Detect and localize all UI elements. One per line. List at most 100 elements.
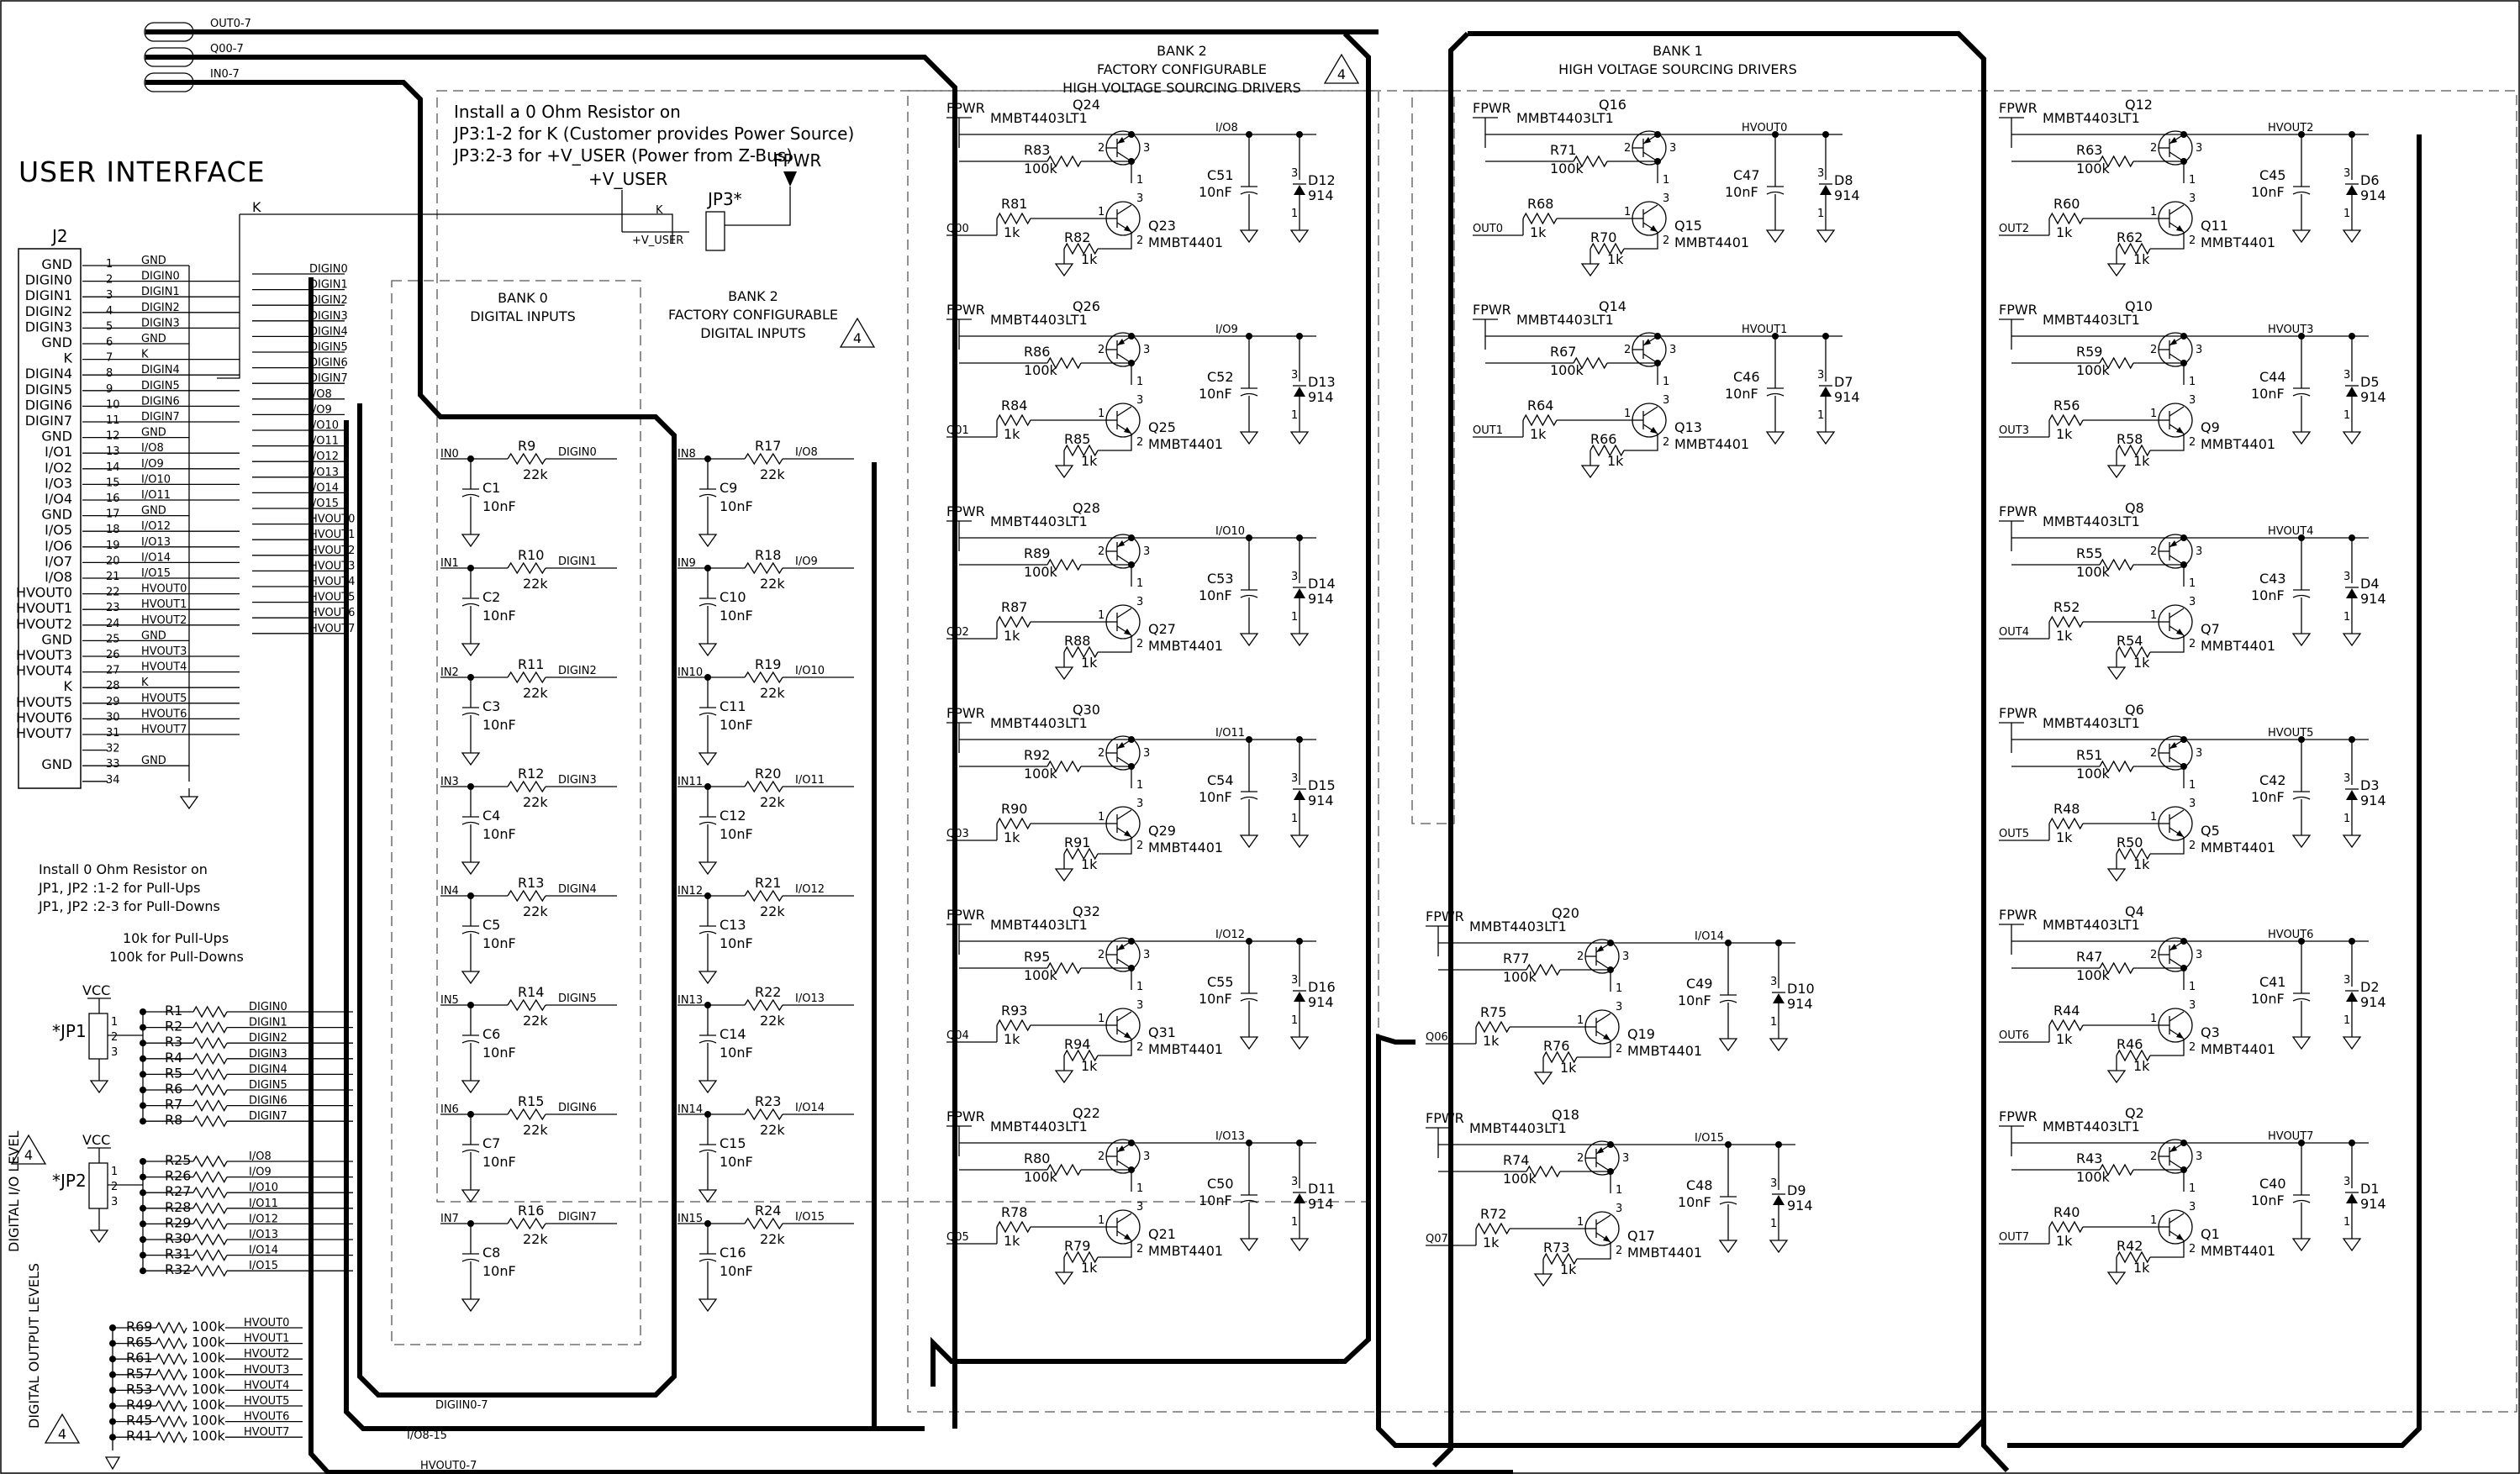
ground-symbol xyxy=(1239,1036,1259,1050)
output-net-label: I/O14 xyxy=(795,1102,825,1114)
resistor-symbol xyxy=(192,1005,228,1019)
ground-symbol xyxy=(461,643,481,657)
capacitor-ref: C40 xyxy=(2259,1176,2286,1192)
pull-net-label: I/O14 xyxy=(249,1245,278,1257)
capacitor-value: 10nF xyxy=(482,1263,516,1279)
pin-number: 1 xyxy=(111,1016,118,1029)
diode-ref: D8 xyxy=(1834,172,1853,188)
wire xyxy=(1098,837,1132,855)
connector-ref: J2 xyxy=(50,226,68,246)
capacitor-plate xyxy=(699,1040,717,1044)
output-net-label: I/O10 xyxy=(795,665,825,677)
resistor-ref: R24 xyxy=(755,1203,781,1219)
pin-number: 1 xyxy=(1136,1182,1143,1195)
pin-net-label: I/O14 xyxy=(141,551,171,564)
pin-number: 3 xyxy=(1669,142,1676,155)
resistor-value: 1k xyxy=(2056,1031,2073,1047)
capacitor-value: 10nF xyxy=(1199,587,1232,603)
diode-type: 914 xyxy=(1308,792,1334,808)
resistor-ref: R9 xyxy=(518,438,535,454)
transistor-lead xyxy=(2169,608,2185,619)
resistor-symbol xyxy=(1046,961,1082,975)
pin-number: 30 xyxy=(106,711,120,724)
resistor-symbol xyxy=(1573,356,1608,370)
resistor-symbol xyxy=(507,1108,546,1121)
resistor-symbol xyxy=(1475,1222,1510,1235)
input-net-label: OUT6 xyxy=(1999,1029,2029,1042)
pin-number: 1 xyxy=(1624,206,1631,218)
fpwr-label: FPWR xyxy=(1426,1110,1464,1126)
resistor-ref: R21 xyxy=(755,875,781,891)
wire xyxy=(1624,434,1658,451)
capacitor-value: 10nF xyxy=(720,935,753,951)
output-net-label: I/O11 xyxy=(795,774,825,787)
resistor-value: 100k xyxy=(2076,161,2111,176)
ground-symbol xyxy=(1289,431,1310,445)
resistor-symbol xyxy=(1063,242,1099,255)
resistor-symbol xyxy=(2099,1163,2134,1177)
ground-symbol xyxy=(1765,229,1785,244)
pnp-ref: Q20 xyxy=(1552,905,1579,921)
transistor-lead xyxy=(2169,204,2185,215)
pnp-ref: Q12 xyxy=(2125,97,2153,113)
pin-number: 3 xyxy=(2189,798,2196,810)
resistor-ref: R70 xyxy=(1590,229,1616,245)
capacitor-plate xyxy=(1766,392,1785,397)
bus-name-label: Q00-7 xyxy=(210,43,244,55)
capacitor-ref: C16 xyxy=(720,1245,746,1261)
ground-symbol xyxy=(1580,263,1600,277)
resistor-symbol xyxy=(744,671,783,684)
pin-number: 28 xyxy=(106,680,120,692)
pin-number: 3 xyxy=(2343,772,2350,785)
bank-title: BANK 0 xyxy=(498,290,548,306)
bus-name-label: DIGIIN0-7 xyxy=(435,1399,488,1412)
diode-type: 914 xyxy=(1787,996,1813,1012)
npn-ref: Q11 xyxy=(2201,218,2228,234)
pull-net-label: DIGIN3 xyxy=(249,1048,287,1061)
pin-number: 2 xyxy=(2150,344,2157,356)
bus-name-label: HVOUT0-7 xyxy=(420,1460,477,1472)
connector-pin-label: GND xyxy=(41,256,72,272)
pin-number: 3 xyxy=(1143,1150,1150,1163)
hv-net-label: HVOUT4 xyxy=(244,1379,289,1392)
resistor-ref: R83 xyxy=(1024,142,1050,158)
transistor-lead xyxy=(1595,1013,1611,1024)
fpwr-label: FPWR xyxy=(946,1108,985,1124)
fpwr-label: FPWR xyxy=(1999,705,2038,721)
pin-number: 2 xyxy=(1663,436,1669,449)
ground-symbol xyxy=(2106,1070,2127,1084)
capacitor-ref: C8 xyxy=(482,1245,500,1261)
connector-pin-label: GND xyxy=(41,631,72,647)
capacitor-value: 10nF xyxy=(720,608,753,624)
pin-number: 1 xyxy=(1098,1013,1104,1025)
capacitor-value: 10nF xyxy=(2251,587,2285,603)
pin-number: 10 xyxy=(106,398,120,411)
pnp-type: MMBT4403LT1 xyxy=(2043,110,2140,126)
npn-type: MMBT4401 xyxy=(1674,436,1749,452)
pnp-type: MMBT4403LT1 xyxy=(1516,312,1614,328)
resistor-value: 1k xyxy=(1081,1058,1098,1074)
transistor-lead xyxy=(2169,809,2185,820)
pin-number: 3 xyxy=(1291,369,1298,382)
capacitor-ref: C54 xyxy=(1207,772,1234,788)
pin-net-label: I/O8 xyxy=(141,442,164,455)
resistor-ref: R8 xyxy=(165,1112,182,1128)
transistor-lead xyxy=(1642,204,1658,215)
ground-symbol xyxy=(179,796,199,810)
resistor-ref: R47 xyxy=(2076,949,2102,965)
ground-symbol xyxy=(2342,1238,2362,1252)
jumper-ref: *JP1 xyxy=(52,1021,87,1041)
pin-number: 3 xyxy=(2189,394,2196,407)
capacitor-value: 10nF xyxy=(2251,386,2285,402)
diode-ref: D16 xyxy=(1308,979,1336,995)
npn-ref: Q19 xyxy=(1627,1026,1655,1042)
capacitor-value: 10nF xyxy=(720,498,753,514)
fpwr-label: FPWR xyxy=(1999,1108,2038,1124)
pin-number: 1 xyxy=(2150,1013,2157,1025)
jumper-body xyxy=(705,211,725,251)
wire xyxy=(1098,1240,1132,1258)
npn-ref: Q29 xyxy=(1148,823,1176,839)
wire xyxy=(2150,434,2185,451)
